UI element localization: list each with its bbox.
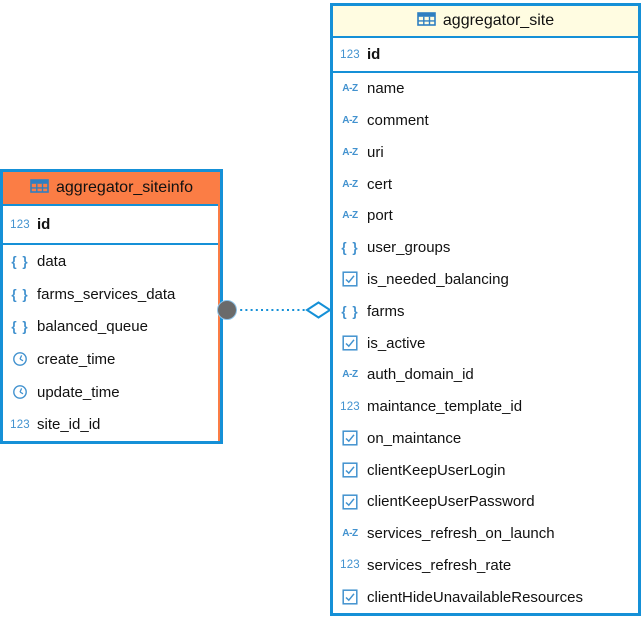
column-row-farms[interactable]: { } farms — [333, 295, 638, 327]
number-type-icon: 123 — [10, 218, 30, 231]
boolean-type-icon — [336, 462, 364, 478]
column-row-data[interactable]: { } data — [3, 245, 220, 278]
column-name: cert — [367, 175, 393, 193]
column-name: maintance_template_id — [367, 398, 523, 416]
column-row-site_id_id[interactable]: 123 site_id_id — [3, 408, 220, 441]
column-row-cert[interactable]: A-Z cert — [333, 168, 638, 200]
table-icon — [417, 11, 436, 31]
relation-circle-endpoint — [217, 300, 237, 320]
json-type-icon: { } — [11, 319, 29, 335]
column-row-is_needed_balancing[interactable]: is_needed_balancing — [333, 264, 638, 296]
primary-key-row[interactable]: 123 id — [333, 38, 638, 73]
column-row-create_time[interactable]: create_time — [3, 343, 220, 376]
primary-key-row[interactable]: 123 id — [3, 206, 220, 245]
column-row-name[interactable]: A-Z name — [333, 73, 638, 105]
column-name: farms_services_data — [37, 285, 176, 303]
column-name: clientKeepUserLogin — [367, 461, 506, 479]
number-type-icon: 123 — [340, 559, 360, 572]
column-row-uri[interactable]: A-Z uri — [333, 137, 638, 169]
column-row-is_active[interactable]: is_active — [333, 327, 638, 359]
column-name: is_needed_balancing — [367, 270, 509, 288]
column-name: comment — [367, 112, 429, 130]
table-header[interactable]: aggregator_siteinfo — [3, 172, 220, 206]
column-rows: { } data { } farms_services_data { } balanced… — [3, 245, 220, 441]
column-row-services_refresh_on_launch[interactable]: A-Z services_refresh_on_launch — [333, 518, 638, 550]
column-row-update_time[interactable]: update_time — [3, 376, 220, 409]
table-title: aggregator_siteinfo — [56, 179, 193, 196]
number-type-icon: 123 — [340, 400, 360, 413]
column-row-maintance_template_id[interactable]: 123 maintance_template_id — [333, 391, 638, 423]
boolean-type-icon — [336, 430, 364, 446]
column-row-clientKeepUserLogin[interactable]: clientKeepUserLogin — [333, 454, 638, 486]
column-name: update_time — [37, 383, 120, 401]
number-type-icon: 123 — [340, 48, 360, 61]
column-name: farms — [367, 302, 405, 320]
column-row-clientHideUnavailableResources[interactable]: clientHideUnavailableResources — [333, 581, 638, 613]
boolean-type-icon — [336, 494, 364, 510]
boolean-type-icon — [336, 589, 364, 605]
relation-diamond-endpoint — [305, 301, 332, 319]
datetime-type-icon — [6, 351, 34, 367]
boolean-type-icon — [336, 335, 364, 351]
column-name: services_refresh_rate — [367, 556, 512, 574]
column-row-services_refresh_rate[interactable]: 123 services_refresh_rate — [333, 549, 638, 581]
column-name: data — [37, 252, 67, 270]
text-type-icon: A-Z — [342, 83, 358, 95]
column-name: is_active — [367, 334, 426, 352]
column-row-port[interactable]: A-Z port — [333, 200, 638, 232]
table-title: aggregator_site — [442, 12, 555, 29]
column-row-balanced_queue[interactable]: { } balanced_queue — [3, 310, 220, 343]
column-name: port — [367, 207, 393, 225]
text-type-icon: A-Z — [342, 115, 358, 127]
json-type-icon: { } — [341, 303, 359, 319]
column-row-clientKeepUserPassword[interactable]: clientKeepUserPassword — [333, 486, 638, 518]
column-name: clientHideUnavailableResources — [367, 588, 583, 606]
column-name: id — [37, 216, 51, 233]
column-name: auth_domain_id — [367, 366, 474, 384]
text-type-icon: A-Z — [342, 210, 358, 222]
column-row-comment[interactable]: A-Z comment — [333, 105, 638, 137]
column-row-auth_domain_id[interactable]: A-Z auth_domain_id — [333, 359, 638, 391]
column-row-user_groups[interactable]: { } user_groups — [333, 232, 638, 264]
column-name: site_id_id — [37, 416, 101, 434]
datetime-type-icon — [6, 384, 34, 400]
json-type-icon: { } — [341, 240, 359, 256]
text-type-icon: A-Z — [342, 178, 358, 190]
column-row-farms_services_data[interactable]: { } farms_services_data — [3, 278, 220, 311]
column-name: balanced_queue — [37, 318, 148, 336]
column-name: name — [367, 80, 405, 98]
column-row-on_maintance[interactable]: on_maintance — [333, 422, 638, 454]
table-card-aggregator-siteinfo[interactable]: aggregator_siteinfo 123 id { } data { } far… — [0, 169, 223, 444]
boolean-type-icon — [336, 271, 364, 288]
text-type-icon: A-Z — [342, 369, 358, 381]
table-icon — [30, 178, 49, 198]
column-name: uri — [367, 143, 384, 161]
json-type-icon: { } — [11, 253, 29, 269]
column-name: clientKeepUserPassword — [367, 493, 535, 511]
column-name: services_refresh_on_launch — [367, 525, 555, 543]
relationship-connector[interactable] — [214, 294, 336, 326]
column-name: id — [367, 46, 381, 63]
column-name: user_groups — [367, 239, 451, 257]
column-name: on_maintance — [367, 429, 462, 447]
json-type-icon: { } — [11, 286, 29, 302]
text-type-icon: A-Z — [342, 146, 358, 158]
number-type-icon: 123 — [10, 418, 30, 431]
text-type-icon: A-Z — [342, 528, 358, 540]
column-name: create_time — [37, 350, 116, 368]
table-header[interactable]: aggregator_site — [333, 6, 638, 38]
